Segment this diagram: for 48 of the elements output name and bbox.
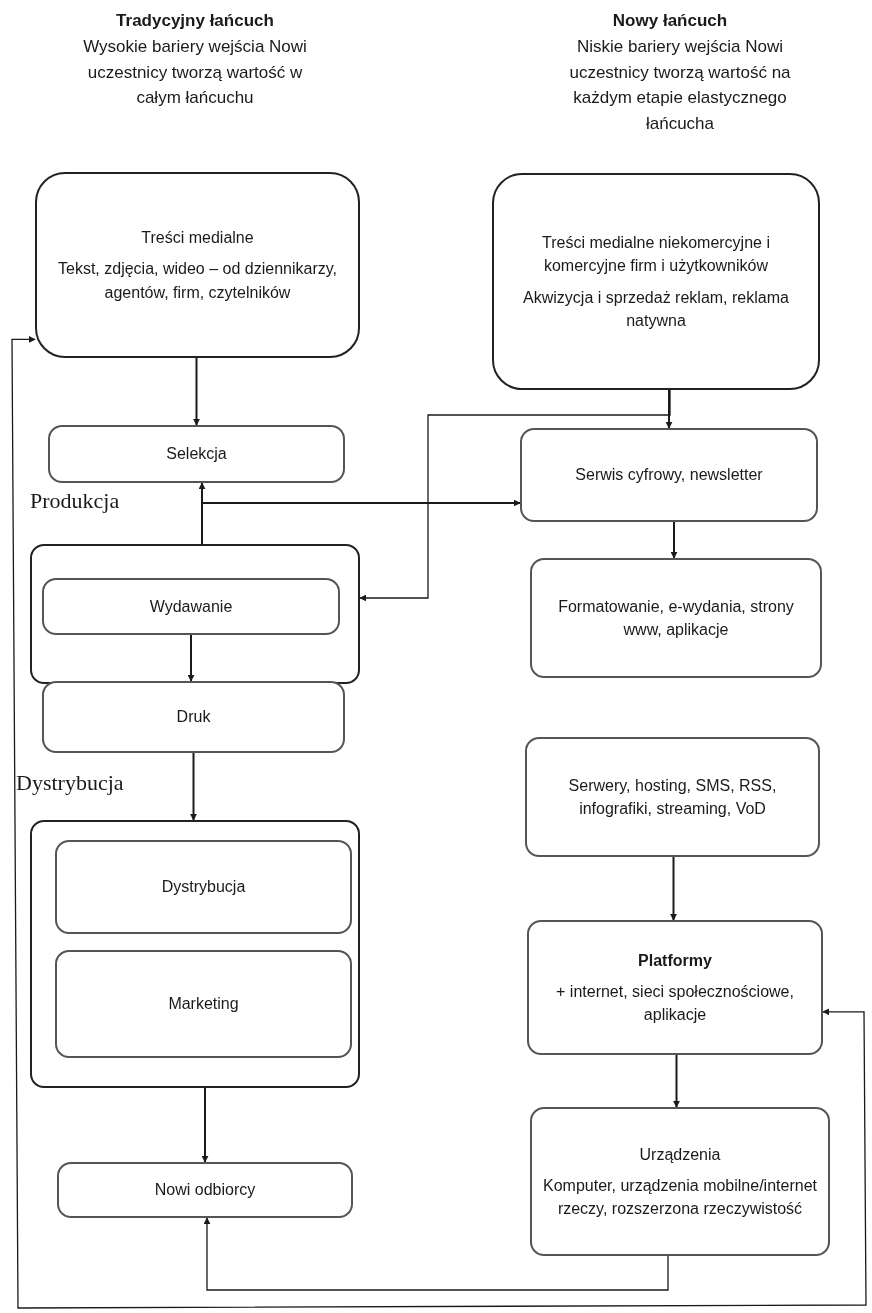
arrow: [193, 357, 200, 426]
box-text: Dystrybucja: [161, 877, 246, 898]
box-text: + internet, sieci społecznościowe, aplikacje: [555, 981, 795, 1026]
process-box: [525, 737, 820, 857]
box-heading: Treści medialne: [141, 228, 254, 249]
box-heading: Treści medialne niekomercyjne i komercyjne firm i użytkowników: [541, 233, 771, 277]
box-text: Serwery, hosting, SMS, RSS, infografiki, streaming, VoD: [567, 775, 778, 819]
process-box: [55, 950, 352, 1058]
arrow: [670, 521, 678, 559]
process-box: [42, 578, 340, 635]
process-box: [57, 1162, 353, 1218]
box-text: Tekst, zdjęcia, wideo – od dziennikarzy, agentów, firm, czytelników: [57, 259, 338, 303]
arrow: [201, 1087, 209, 1163]
process-box: [48, 425, 345, 483]
arrow: [187, 634, 195, 682]
box-text: Komputer, urządzenia mobilne/internet rzeczy, rozszerzona rzeczywistość: [542, 1175, 818, 1220]
process-box: [55, 840, 352, 934]
process-box: [492, 173, 820, 390]
arrow: [359, 389, 671, 602]
arrow: [190, 752, 197, 821]
box-text: Akwizycja i sprzedaż reklam, reklama natywna: [522, 287, 790, 331]
box-text: Formatowanie, e-wydania, strony www, aplikacje: [557, 596, 795, 640]
column-description: Wysokie bariery wejścia Nowi uczestnicy tworzą wartość w całym łańcuchu: [82, 36, 308, 109]
box-heading: Urządzenia: [639, 1144, 721, 1165]
box-text: Druk: [176, 707, 211, 728]
process-box: [35, 172, 360, 358]
process-box: [530, 558, 822, 678]
arrow: [673, 1054, 680, 1108]
column-description: Niskie bariery wejścia Nowi uczestnicy tworzą wartość na każdym etapie elastycznego łańcucha: [568, 36, 792, 135]
box-text: Wydawanie: [149, 596, 233, 617]
process-box: [520, 428, 818, 522]
box-text: Serwis cyfrowy, newsletter: [575, 465, 763, 486]
arrow: [11, 335, 867, 1309]
box-heading: Platformy: [638, 950, 712, 971]
arrow: [201, 499, 521, 545]
arrow: [203, 1217, 669, 1291]
box-text: Selekcja: [166, 444, 227, 465]
process-box: [527, 920, 823, 1055]
box-text: Nowi odbiorcy: [154, 1180, 256, 1201]
group-heading: Produkcja: [30, 488, 120, 514]
process-box: [42, 681, 345, 753]
arrow: [665, 389, 673, 429]
arrow: [670, 856, 677, 921]
process-box: [530, 1107, 830, 1256]
box-text: Marketing: [168, 994, 239, 1015]
column-heading: Tradycyjny łańcuch: [115, 10, 275, 32]
group-heading: Dystrybucja: [16, 770, 124, 796]
column-heading: Nowy łańcuch: [611, 10, 729, 32]
